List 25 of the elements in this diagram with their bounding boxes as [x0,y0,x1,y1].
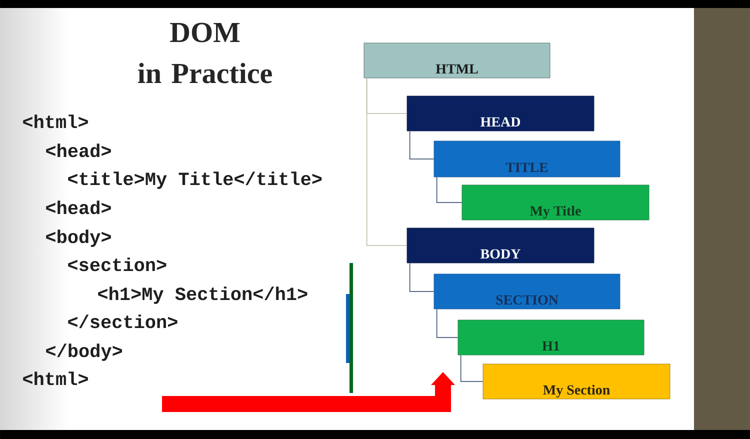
tree-connector [409,262,434,292]
code-line: <h1>My Section</h1> [98,286,308,304]
tree-box: BODY [406,228,594,264]
tree-box: HTML [364,42,550,78]
code-line: <html> [23,114,88,128]
tree-connector [436,308,458,338]
tree-connector [436,176,462,203]
code-line: <head> [46,144,111,158]
code-line: </section> [68,314,178,328]
tree-connector [460,354,484,382]
tree-connector [409,130,434,160]
code-line: <body> [46,230,111,247]
tree-box: My Section [482,364,670,400]
code-line: <head> [46,200,111,214]
code-line: <html> [23,372,88,386]
tree-box: HEAD [406,96,594,132]
title: DOM in Practice [138,22,272,84]
code-line: </body> [46,344,122,361]
code-line: <section> [68,258,166,272]
code-line: <title>My Title</title> [68,172,322,189]
tree-connector [366,78,408,246]
tree-box: SECTION [434,274,620,310]
tree-box: TITLE [434,140,620,178]
tree-box: My Title [462,184,650,220]
tree-box: H1 [458,320,644,356]
